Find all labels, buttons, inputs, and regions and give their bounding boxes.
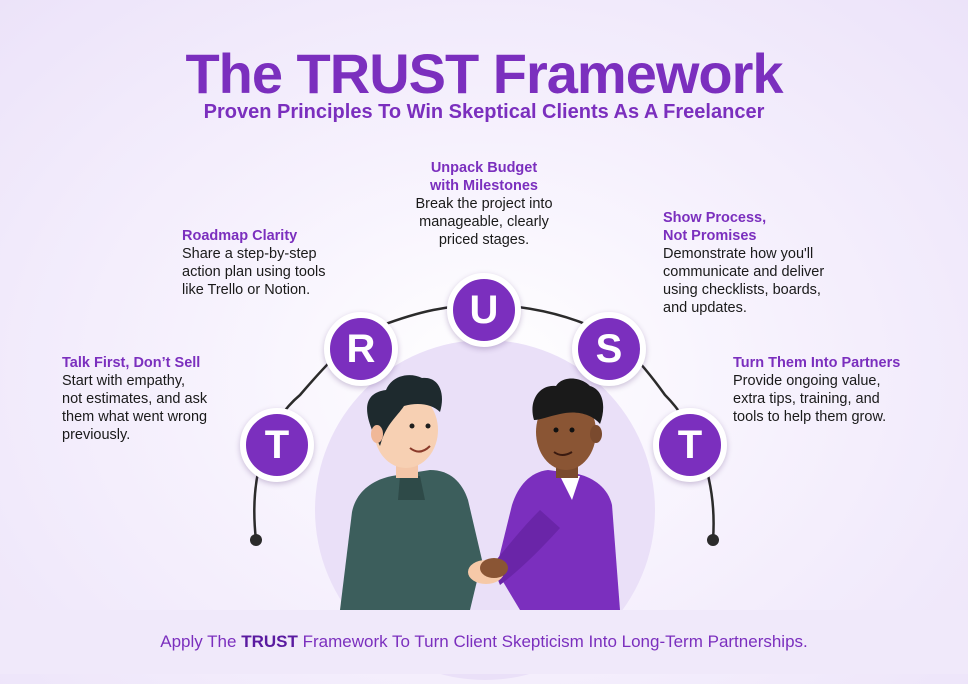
step-desc-line: Share a step-by-step xyxy=(182,246,317,262)
step-desc-line: priced stages. xyxy=(438,232,530,248)
step-title-line: Unpack Budget xyxy=(430,160,538,176)
step-desc-line: action plan using tools xyxy=(182,264,326,280)
handshake-icon xyxy=(468,558,508,584)
step-desc-line: like Trello or Notion. xyxy=(182,282,311,298)
page-title: The TRUST Framework xyxy=(185,42,783,105)
footer-prefix: Apply The xyxy=(160,632,237,651)
letter-circle-u: U xyxy=(447,273,521,347)
step-desc-line: manageable, clearly xyxy=(419,214,549,230)
page-subtitle: Proven Principles To Win Skeptical Clien… xyxy=(203,101,765,123)
step-title-line: Not Promises xyxy=(663,228,757,244)
letter-circle-s: S xyxy=(572,312,646,386)
step-desc-line: tools to help them grow. xyxy=(733,409,887,425)
step-desc-line: previously. xyxy=(62,427,131,443)
step-title: Turn Them Into Partners xyxy=(733,355,901,371)
step-desc-line: Provide ongoing value, xyxy=(733,373,881,389)
step-desc-line: Demonstrate how you'll xyxy=(663,246,814,262)
letter-circle-t-first: T xyxy=(240,408,314,482)
footer-suffix: Framework To Turn Client Skepticism Into… xyxy=(302,632,808,651)
step-desc-line: using checklists, boards, xyxy=(663,282,821,298)
step-roadmap-clarity: Roadmap Clarity Share a step-by-step act… xyxy=(182,227,362,299)
right-person-illustration xyxy=(492,378,620,610)
step-title-line: Show Process, xyxy=(663,210,767,226)
step-desc-line: extra tips, training, and xyxy=(733,391,880,407)
arc-end-left-dot xyxy=(250,534,262,546)
step-show-process: Show Process, Not Promises Demonstrate h… xyxy=(663,209,863,317)
step-title-line: with Milestones xyxy=(430,178,538,194)
step-unpack-budget: Unpack Budget with Milestones Break the … xyxy=(394,159,574,249)
step-turn-partners: Turn Them Into Partners Provide ongoing … xyxy=(733,354,933,426)
step-desc-line: Break the project into xyxy=(415,196,553,212)
step-desc-line: not estimates, and ask xyxy=(62,391,208,407)
step-talk-first: Talk First, Don’t Sell Start with empath… xyxy=(62,354,242,444)
arc-end-right-dot xyxy=(707,534,719,546)
footer-highlight: TRUST xyxy=(241,632,298,651)
step-title: Talk First, Don’t Sell xyxy=(62,355,201,371)
step-desc-line: communicate and deliver xyxy=(663,264,825,280)
footer-text: Apply The TRUST Framework To Turn Client… xyxy=(160,632,808,652)
footer-banner: Apply The TRUST Framework To Turn Client… xyxy=(0,610,968,674)
step-desc-line: Start with empathy, xyxy=(62,373,186,389)
left-person-illustration xyxy=(340,375,482,610)
step-desc-line: and updates. xyxy=(663,300,747,316)
letter-circle-r: R xyxy=(324,312,398,386)
letter-circle-t-last: T xyxy=(653,408,727,482)
step-desc-line: them what went wrong xyxy=(62,409,208,425)
step-title: Roadmap Clarity xyxy=(182,228,298,244)
